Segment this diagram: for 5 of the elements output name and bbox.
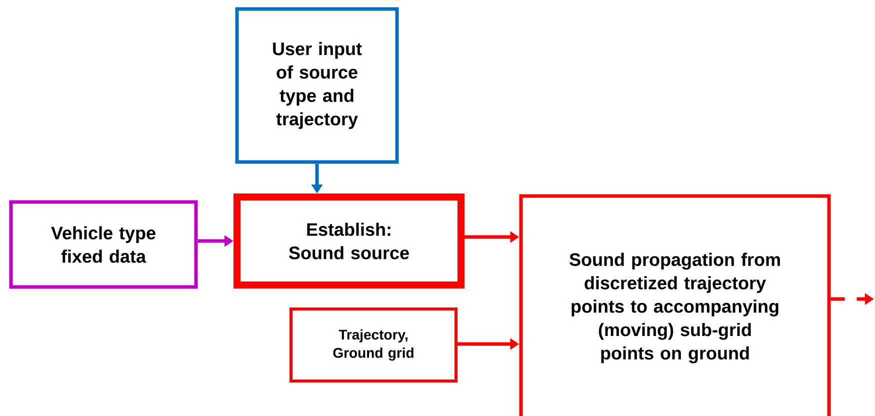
process-box: Vehicle type fixed data (9, 200, 198, 289)
process-box: Trajectory, Ground grid (290, 308, 458, 382)
process-box: Establish: Sound source (234, 194, 464, 288)
process-box: Sound propagation from discretized trajectory points to accompanying (moving) sub-grid points on ground (519, 194, 831, 416)
process-box: User input of source type and trajectory (235, 7, 399, 164)
